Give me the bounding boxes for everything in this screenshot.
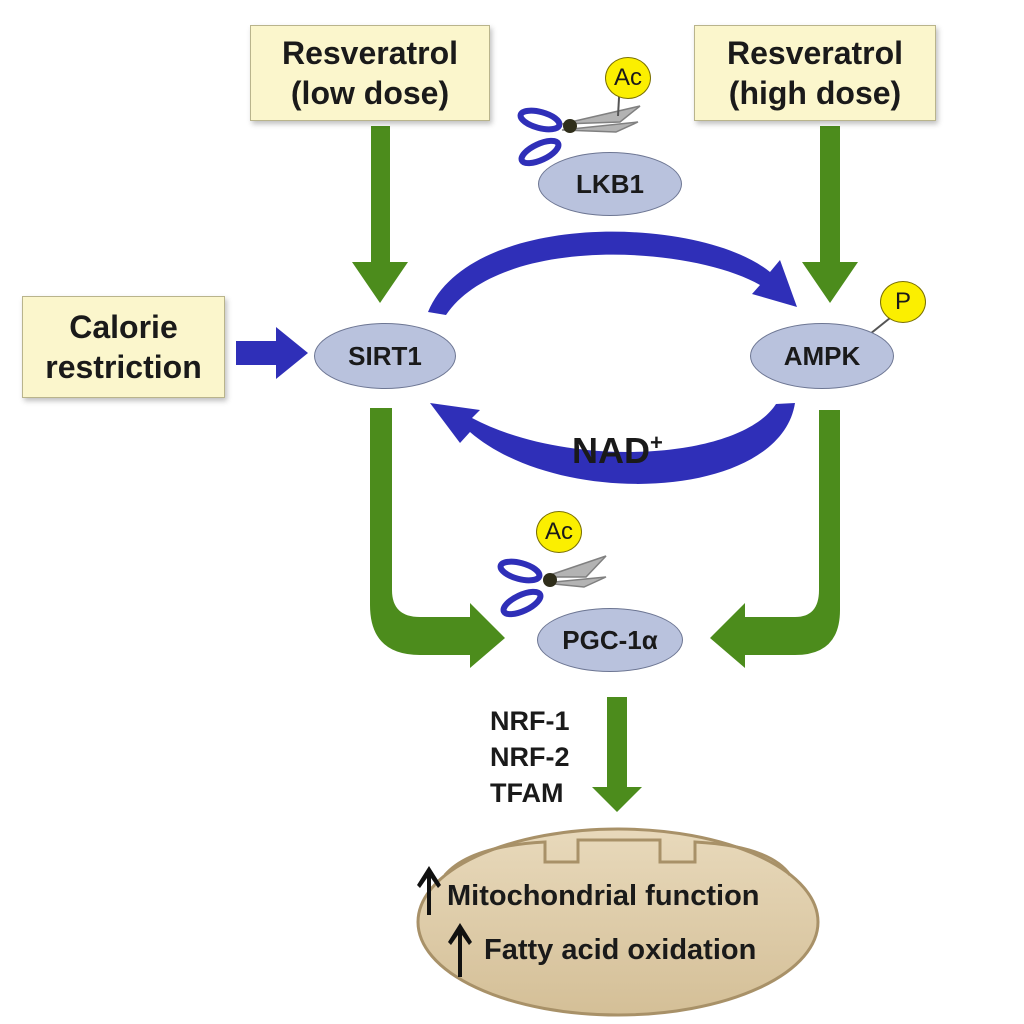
phosphate-mark-ampk: P [880, 281, 926, 323]
scissors-icon [517, 79, 641, 167]
resveratrol-high-line2: (high dose) [728, 75, 902, 111]
resveratrol-low-line1: Resveratrol [281, 35, 459, 71]
resveratrol-low-line2: (low dose) [290, 75, 450, 111]
arrow-sirt1-to-pgc1a [370, 408, 505, 668]
pgc1a-node: PGC-1α [537, 608, 683, 672]
cycle-arrow-ampk-to-sirt1 [430, 403, 795, 484]
phosphate-connector [869, 317, 891, 335]
arrow-ampk-to-pgc1a [710, 410, 840, 668]
target-tfam: TFAM [490, 778, 564, 808]
arrow-resveratrol-low-to-sirt1 [352, 126, 408, 303]
cycle-arrow-sirt1-to-ampk [428, 231, 797, 315]
ampk-node: AMPK [750, 323, 894, 389]
mitochondrion [416, 827, 820, 1017]
nad-charge: + [650, 430, 663, 455]
arrow-calorie-restriction-to-sirt1 [236, 327, 308, 379]
calorie-restriction-line1: Calorie [69, 309, 178, 345]
up-arrow-icon [417, 866, 441, 915]
sirt1-node: SIRT1 [314, 323, 456, 389]
resveratrol-low-dose-box: Resveratrol (low dose) [250, 25, 490, 121]
calorie-restriction-line2: restriction [45, 349, 202, 385]
acetyl-mark-lkb1: Ac [605, 57, 651, 99]
outcome-fatty-acid-oxidation: Fatty acid oxidation [484, 934, 757, 966]
transcription-targets: NRF-1 NRF-2 TFAM [490, 703, 570, 811]
resveratrol-high-dose-box: Resveratrol (high dose) [694, 25, 936, 121]
resveratrol-high-line1: Resveratrol [726, 35, 904, 71]
outcome-mitochondrial-function: Mitochondrial function [447, 880, 760, 912]
up-arrow-icon [448, 923, 472, 977]
target-nrf1: NRF-1 [490, 706, 570, 736]
mitochondrion-cristae [443, 838, 792, 876]
target-nrf2: NRF-2 [490, 742, 570, 772]
calorie-restriction-box: Calorie restriction [22, 296, 225, 398]
nad-label: NAD+ [572, 430, 663, 472]
arrow-resveratrol-high-to-ampk [802, 126, 858, 303]
acetyl-mark-pgc1a: Ac [536, 511, 582, 553]
scissors-icon [497, 555, 607, 618]
arrow-pgc1a-to-mitochondrion [592, 697, 642, 812]
lkb1-node: LKB1 [538, 152, 682, 216]
nad-text: NAD [572, 430, 650, 471]
